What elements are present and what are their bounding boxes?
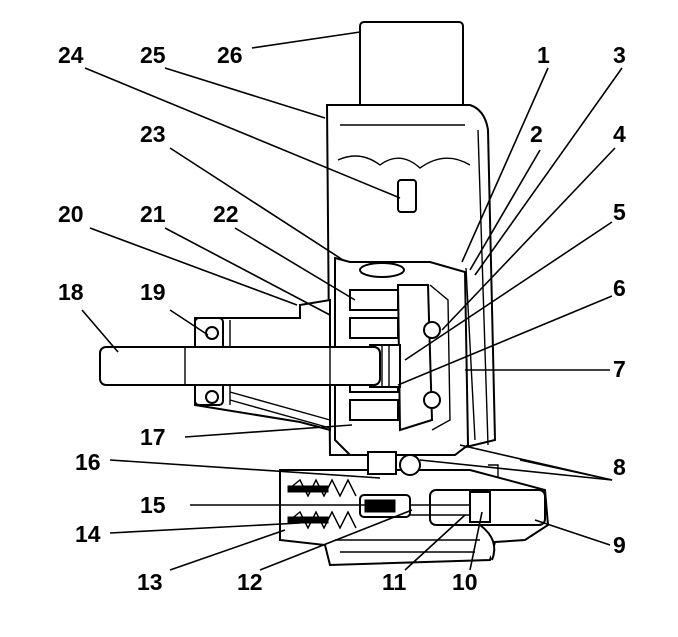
callout-19: 19 [140,279,166,305]
leader-23 [169,147,344,261]
leader-25 [164,67,326,119]
callout-11: 11 [382,569,407,595]
leader-5 [404,221,613,361]
leader-14 [109,522,301,534]
callout-18: 18 [58,279,84,305]
leader-13 [169,529,286,571]
callout-8: 8 [613,454,626,480]
leader-22 [234,227,356,301]
pump-illustration [99,21,550,567]
leader-6 [397,295,613,386]
leader-3 [474,67,623,276]
leader-2 [469,149,541,271]
callout-13: 13 [137,569,163,595]
leader-20 [89,227,298,306]
callout-7: 7 [613,356,626,382]
leader-11 [404,514,466,571]
callout-20: 20 [58,201,84,227]
filler-cap [359,21,464,111]
callout-5: 5 [613,199,626,225]
callout-15: 15 [140,492,166,518]
callout-4: 4 [613,121,626,147]
callout-3: 3 [613,42,626,68]
reservoir-stud [397,179,417,213]
callout-9: 9 [613,532,626,558]
callout-6: 6 [613,275,626,301]
drive-shaft [99,346,381,386]
leader-12 [259,509,413,571]
callout-24: 24 [58,42,84,68]
valve-spring [287,478,357,530]
leader-17 [184,424,353,438]
leader-18 [81,309,119,353]
callout-17: 17 [140,424,166,450]
callout-16: 16 [75,449,101,475]
callout-22: 22 [213,201,239,227]
callout-21: 21 [140,201,166,227]
callout-10: 10 [452,569,478,595]
callout-12: 12 [237,569,263,595]
callout-25: 25 [140,42,166,68]
callout-26: 26 [217,42,243,68]
leader-1 [461,67,549,263]
callout-1: 1 [537,42,550,68]
leader-lines [81,31,623,571]
leader-4 [441,147,616,331]
callout-14: 14 [75,521,101,547]
leader-8a [419,459,613,481]
callout-23: 23 [140,121,166,147]
leader-10 [469,511,483,571]
callout-2: 2 [530,121,543,147]
leader-8c [519,459,613,481]
leader-19 [169,309,209,336]
leader-24 [84,67,401,199]
leader-21 [164,227,331,316]
leader-16 [109,459,381,479]
leader-9 [534,519,611,546]
leader-26 [251,31,361,49]
callout-labels: 1 2 3 4 5 6 7 8 9 10 11 12 13 14 15 16 1… [58,42,626,595]
